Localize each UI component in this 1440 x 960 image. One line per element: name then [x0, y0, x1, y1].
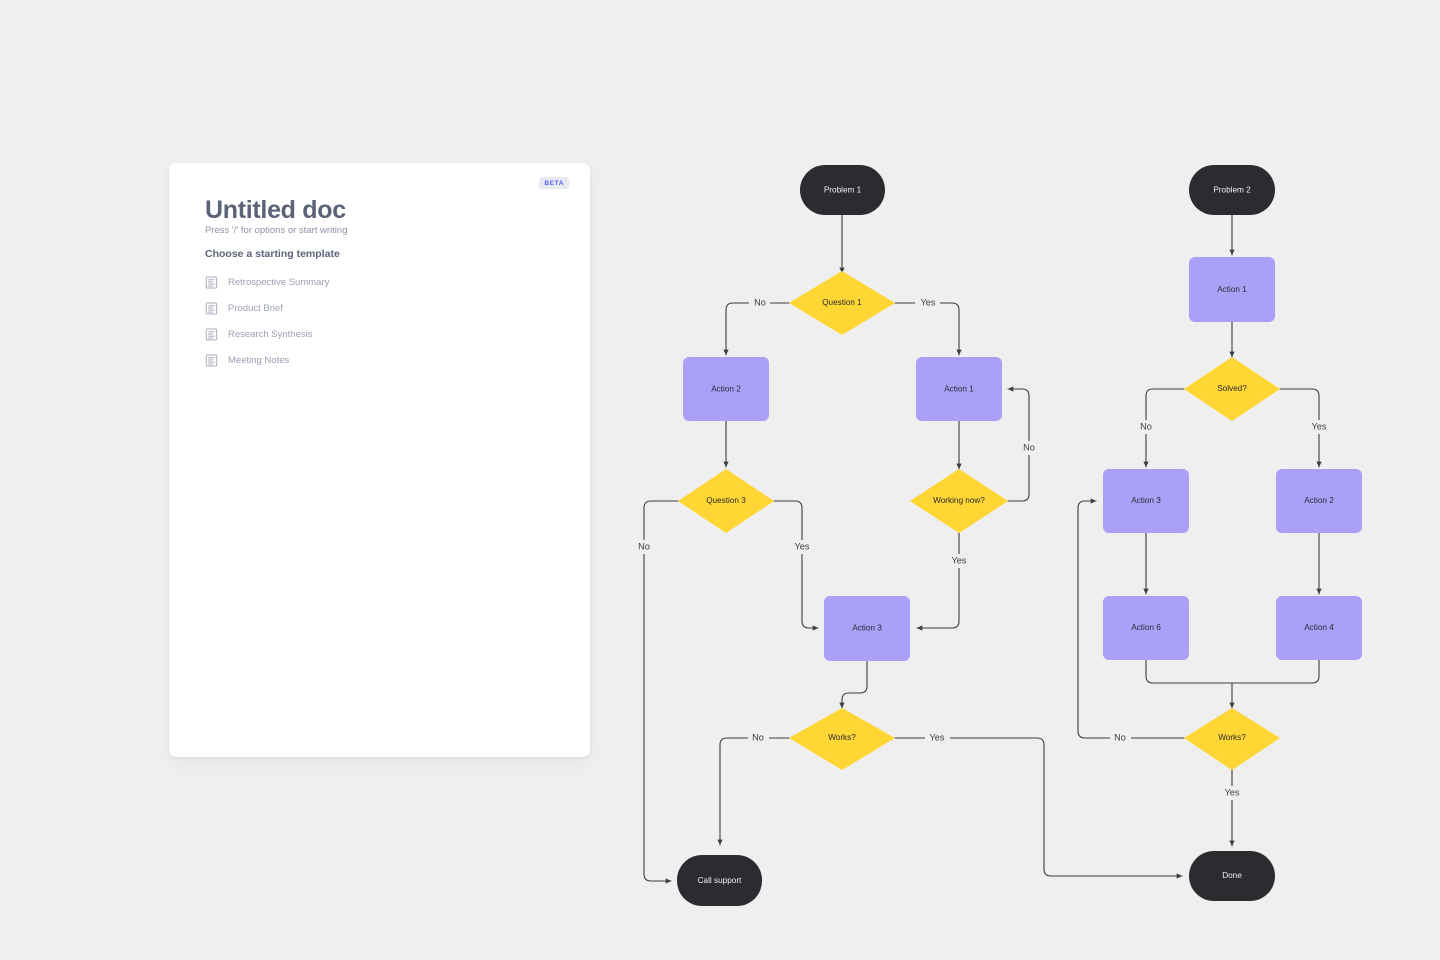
node-label: Action 1: [1217, 285, 1247, 294]
flow-edge-labels-right: No Yes No Yes: [1110, 420, 1332, 800]
edge-label-works-yes: Yes: [930, 732, 945, 742]
node-label: Problem 1: [824, 186, 862, 195]
node-question1[interactable]: Question 1: [789, 271, 895, 335]
node-problem1[interactable]: Problem 1: [800, 165, 885, 215]
node-label: Action 6: [1131, 623, 1161, 632]
node-label: Done: [1222, 871, 1242, 880]
template-item-label: Research Synthesis: [228, 328, 313, 340]
document-icon: [205, 301, 218, 315]
flow-edge-labels-left: No Yes No Yes No Yes No Yes: [634, 296, 1040, 745]
edge-action4-junction: [1231, 659, 1320, 684]
template-section-heading: Choose a starting template: [205, 248, 340, 260]
node-done[interactable]: Done: [1189, 851, 1275, 901]
edge-question3-no-callsupport: [643, 500, 679, 884]
edge-label-solved-no: No: [1140, 421, 1152, 431]
node-question3[interactable]: Question 3: [678, 469, 774, 533]
node-working-now[interactable]: Working now?: [910, 469, 1008, 533]
edge-label-works-yes-right: Yes: [1225, 787, 1240, 797]
edge-question3-yes-action3: [773, 500, 819, 631]
node-problem2[interactable]: Problem 2: [1189, 165, 1275, 215]
node-label: Action 1: [944, 385, 974, 394]
flow-edges-left: [643, 214, 1183, 884]
node-label: Works?: [1218, 733, 1246, 742]
template-list: Retrospective Summary Product Brief: [205, 269, 535, 373]
edge-label-question1-yes: Yes: [921, 297, 936, 307]
node-works-left[interactable]: Works?: [789, 708, 895, 770]
node-action2-right[interactable]: Action 2: [1276, 469, 1362, 533]
flow-edges-right: [1077, 214, 1322, 847]
template-item-research-synthesis[interactable]: Research Synthesis: [205, 321, 535, 347]
node-label: Action 2: [711, 385, 741, 394]
document-card: BETA Untitled doc Press '/' for options …: [169, 163, 590, 757]
node-action6[interactable]: Action 6: [1103, 596, 1189, 660]
edge-question1-action1: [894, 302, 962, 356]
edge-label-question3-yes: Yes: [795, 541, 810, 551]
node-action2[interactable]: Action 2: [683, 357, 769, 421]
beta-badge: BETA: [539, 177, 569, 189]
edge-label-question3-no: No: [638, 541, 650, 551]
node-action4[interactable]: Action 4: [1276, 596, 1362, 660]
edge-workingnow-yes-action3: [916, 532, 960, 631]
template-item-meeting-notes[interactable]: Meeting Notes: [205, 347, 535, 373]
node-label: Solved?: [1217, 384, 1247, 393]
edge-works-no-action3: [1077, 498, 1185, 739]
node-action1-left[interactable]: Action 1: [916, 357, 1002, 421]
template-item-label: Meeting Notes: [228, 354, 290, 366]
edge-question1-action2: [723, 302, 790, 356]
node-label: Problem 2: [1213, 186, 1251, 195]
edge-works-yes-done: [894, 737, 1183, 879]
edge-label-workingnow-no: No: [1023, 442, 1035, 452]
template-item-label: Product Brief: [228, 302, 283, 314]
node-call-support[interactable]: Call support: [677, 855, 762, 906]
node-label: Action 2: [1304, 496, 1334, 505]
node-label: Action 3: [852, 624, 882, 633]
document-icon: [205, 275, 218, 289]
node-label: Working now?: [933, 496, 985, 505]
template-item-label: Retrospective Summary: [228, 276, 330, 288]
template-item-product-brief[interactable]: Product Brief: [205, 295, 535, 321]
document-icon: [205, 353, 218, 367]
edge-label-works-no: No: [752, 732, 764, 742]
node-label: Action 3: [1131, 496, 1161, 505]
edge-solved-no-action3: [1143, 388, 1185, 468]
edge-label-workingnow-yes: Yes: [952, 555, 967, 565]
edge-action6-junction: [1145, 659, 1233, 684]
node-solved[interactable]: Solved?: [1184, 357, 1280, 421]
template-item-retrospective-summary[interactable]: Retrospective Summary: [205, 269, 535, 295]
node-label: Works?: [828, 733, 856, 742]
edge-works-no-callsupport: [717, 737, 790, 846]
node-label: Question 1: [822, 298, 862, 307]
edge-label-question1-no: No: [754, 297, 766, 307]
node-label: Question 3: [706, 496, 746, 505]
editor-placeholder-hint: Press '/' for options or start writing: [205, 225, 348, 236]
node-action1-right[interactable]: Action 1: [1189, 257, 1275, 322]
page-title[interactable]: Untitled doc: [205, 196, 346, 224]
edge-solved-yes-action2: [1279, 388, 1322, 468]
node-action3-right[interactable]: Action 3: [1103, 469, 1189, 533]
edge-label-works-no-right: No: [1114, 732, 1126, 742]
document-icon: [205, 327, 218, 341]
node-works-right[interactable]: Works?: [1184, 708, 1280, 770]
node-action3-left[interactable]: Action 3: [824, 596, 910, 661]
node-label: Action 4: [1304, 623, 1334, 632]
node-label: Call support: [698, 876, 742, 885]
edge-label-solved-yes: Yes: [1312, 421, 1327, 431]
edge-action3-works: [839, 660, 868, 709]
